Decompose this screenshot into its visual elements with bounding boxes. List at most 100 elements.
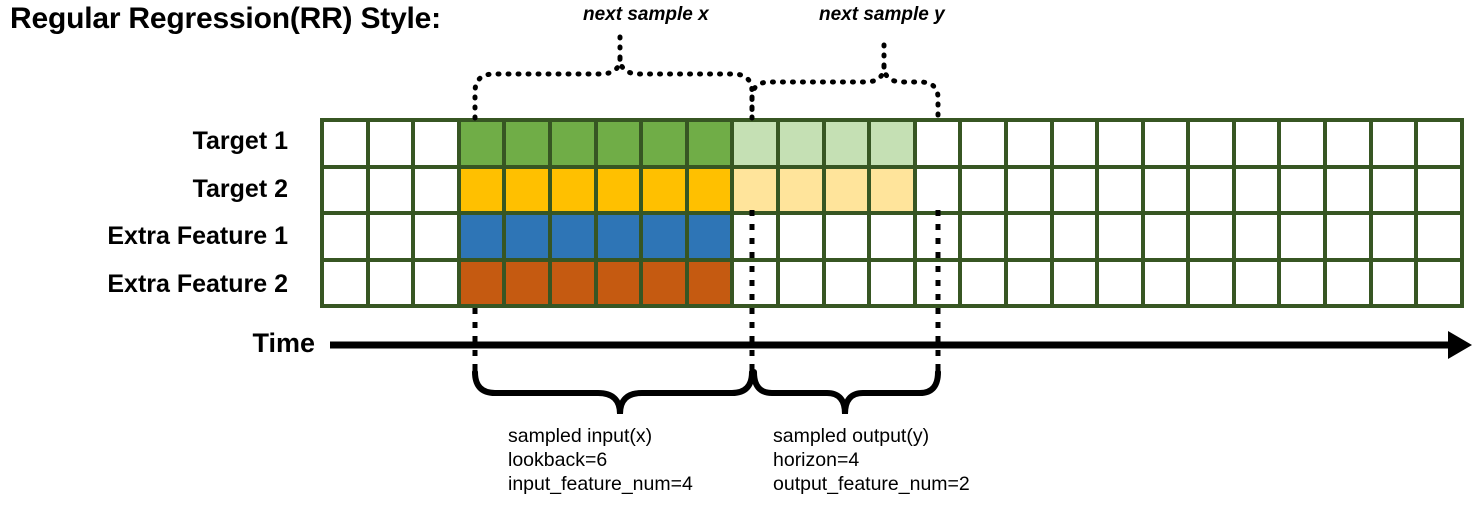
grid-cell-empty: [916, 215, 959, 258]
grid-cell-empty: [734, 215, 776, 258]
grid-cell-empty: [369, 168, 412, 211]
row-label-extra-feature-2: Extra Feature 2: [107, 269, 288, 298]
grid-cell-empty: [369, 215, 412, 258]
grid-cell-empty: [1007, 122, 1050, 165]
note-input-line-1: sampled input(x): [508, 425, 653, 447]
grid-cell-empty: [324, 215, 366, 258]
grid-cell-empty: [1418, 261, 1460, 304]
grid-cell-input: [597, 168, 640, 211]
grid-cell-empty: [734, 261, 776, 304]
grid-cell-empty: [1418, 168, 1460, 211]
grid-cell-empty: [1281, 168, 1324, 211]
grid-cell-empty: [1418, 215, 1460, 258]
grid-cell-empty: [1099, 122, 1141, 165]
grid-cell-empty: [415, 215, 457, 258]
grid-cell-empty: [1190, 215, 1232, 258]
grid-cell-empty: [825, 215, 868, 258]
grid-cell-input: [597, 261, 640, 304]
grid-cell-input: [460, 168, 503, 211]
grid-cell-empty: [1327, 168, 1369, 211]
grid-cell-input: [460, 215, 503, 258]
grid-row: [324, 215, 1460, 258]
grid-cell-input: [506, 215, 548, 258]
grid-cell-empty: [1235, 122, 1278, 165]
grid-cell-empty: [1281, 122, 1324, 165]
grid-cell-output: [779, 122, 822, 165]
note-sampled-input: sampled input(x) lookback=6 input_featur…: [508, 424, 693, 496]
note-output-line-1: sampled output(y): [773, 425, 930, 447]
grid-cell-output: [871, 168, 913, 211]
row-label-extra-feature-1: Extra Feature 1: [107, 222, 288, 251]
bottom-brace-input: [472, 369, 755, 415]
grid-cell-output: [825, 168, 868, 211]
grid-cell-input: [643, 168, 685, 211]
grid-cell-empty: [1235, 168, 1278, 211]
grid-cell-empty: [962, 168, 1004, 211]
grid-cell-empty: [415, 168, 457, 211]
grid-cell-empty: [916, 122, 959, 165]
note-output-line-3: output_feature_num=2: [773, 473, 970, 495]
grid-cell-input: [597, 215, 640, 258]
grid-cell-empty: [1190, 122, 1232, 165]
time-axis-label: Time: [252, 328, 315, 358]
grid-cell-empty: [779, 261, 822, 304]
grid-cell-empty: [1144, 215, 1187, 258]
grid-cell-input: [688, 122, 731, 165]
grid-cell-empty: [779, 215, 822, 258]
grid-cell-output: [779, 168, 822, 211]
grid-cell-empty: [415, 122, 457, 165]
grid-cell-empty: [871, 261, 913, 304]
top-brace-input: [472, 57, 755, 121]
grid-cell-empty: [1007, 261, 1050, 304]
grid-cell-empty: [369, 122, 412, 165]
grid-cell-input: [551, 122, 594, 165]
grid-cell-empty: [1144, 168, 1187, 211]
grid-cell-input: [506, 122, 548, 165]
grid-cell-empty: [1235, 215, 1278, 258]
grid-cell-empty: [1144, 261, 1187, 304]
note-input-line-3: input_feature_num=4: [508, 473, 693, 495]
grid-cell-empty: [1190, 261, 1232, 304]
grid-cell-empty: [324, 261, 366, 304]
grid-cell-input: [506, 168, 548, 211]
grid-cell-input: [597, 122, 640, 165]
grid-cell-output: [734, 168, 776, 211]
grid-cell-empty: [1053, 215, 1096, 258]
grid-cell-input: [643, 261, 685, 304]
grid-cell-empty: [1281, 261, 1324, 304]
grid-cell-empty: [324, 122, 366, 165]
grid-cell-empty: [415, 261, 457, 304]
time-axis-arrow: [330, 331, 1472, 359]
grid-cell-output: [734, 122, 776, 165]
grid-cell-empty: [1190, 168, 1232, 211]
grid-row: [324, 168, 1460, 211]
grid-cell-empty: [962, 215, 1004, 258]
grid-cell-empty: [1099, 168, 1141, 211]
note-output-line-2: horizon=4: [773, 449, 860, 471]
grid-cell-empty: [1053, 122, 1096, 165]
grid-cell-empty: [916, 168, 959, 211]
grid-cell-empty: [1235, 261, 1278, 304]
grid-row: [324, 122, 1460, 165]
grid-cell-input: [688, 215, 731, 258]
grid-cell-empty: [1418, 122, 1460, 165]
grid-cell-empty: [1144, 122, 1187, 165]
grid-cell-empty: [825, 261, 868, 304]
row-label-target-1: Target 1: [192, 127, 288, 156]
caption-next-sample-y: next sample y: [819, 4, 945, 25]
grid-cell-empty: [1281, 215, 1324, 258]
grid-cell-empty: [1053, 168, 1096, 211]
grid-row: [324, 261, 1460, 304]
grid-cell-empty: [1099, 261, 1141, 304]
page-title: Regular Regression(RR) Style:: [10, 2, 441, 35]
grid-cell-input: [688, 168, 731, 211]
grid-cell-empty: [1327, 261, 1369, 304]
grid-cell-input: [551, 261, 594, 304]
top-brace-output: [749, 65, 941, 121]
bottom-brace-output: [751, 369, 941, 415]
grid-cell-empty: [1007, 215, 1050, 258]
grid-cell-empty: [1007, 168, 1050, 211]
note-input-line-2: lookback=6: [508, 449, 608, 471]
caption-next-sample-x: next sample x: [583, 4, 709, 25]
